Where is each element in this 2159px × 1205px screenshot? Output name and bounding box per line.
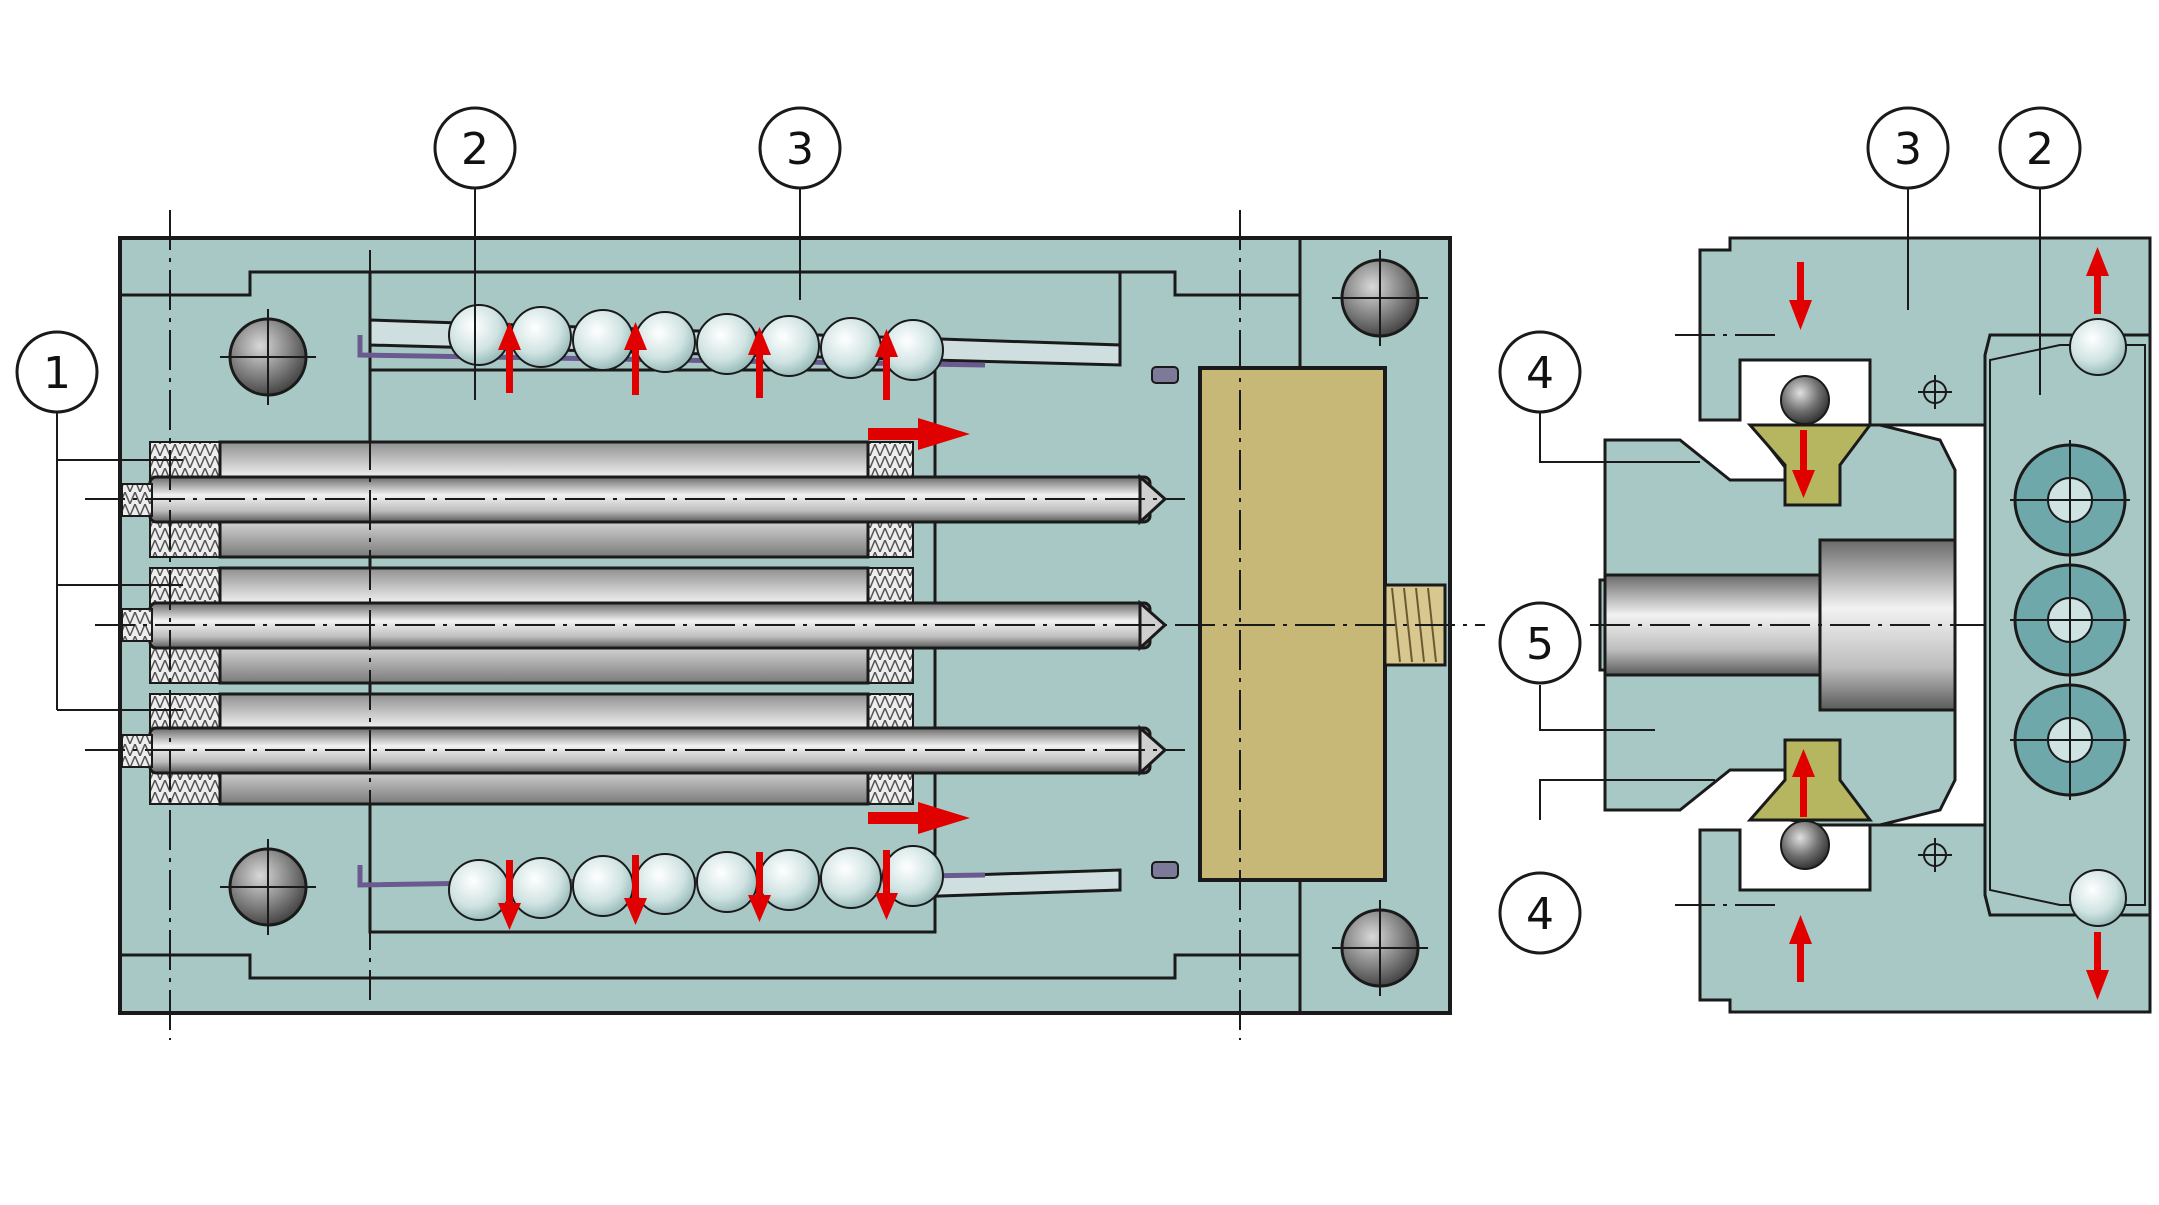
wedge-bottom	[1746, 738, 1873, 822]
locking-ball	[1780, 820, 1830, 870]
arrow-up	[875, 329, 898, 400]
callout-2-left-label: 2	[461, 124, 489, 175]
force-arrows-left	[498, 322, 970, 930]
locking-ball	[1780, 375, 1830, 425]
crosshair-holes	[1918, 375, 1952, 872]
seal	[1151, 366, 1179, 384]
arrow-up	[1792, 749, 1815, 817]
arrow-up	[498, 322, 521, 393]
callout-4-top-label: 4	[1526, 348, 1554, 399]
side-ball	[2069, 869, 2127, 927]
callout-2-right-label: 2	[2026, 124, 2054, 175]
callout-3-left: 3	[758, 106, 842, 190]
housing-split-line	[120, 953, 1300, 980]
arrow-down	[2086, 932, 2109, 1000]
callout-4-bottom: 4	[1498, 871, 1582, 955]
arrow-up	[2086, 247, 2109, 314]
callout-4-bottom-label: 4	[1526, 889, 1554, 940]
ball	[820, 847, 882, 909]
ball	[634, 311, 696, 373]
callout-1-label: 1	[43, 348, 71, 399]
callout-4-top: 4	[1498, 330, 1582, 414]
ball	[572, 855, 634, 917]
centerlines	[85, 210, 1485, 1040]
bolts	[220, 250, 1428, 996]
ball	[448, 304, 510, 366]
ball-row-top	[357, 304, 986, 381]
left-assembly-section	[85, 210, 1485, 1040]
arrow-up	[624, 322, 647, 395]
ball	[572, 309, 634, 371]
callout-2-left: 2	[433, 106, 517, 190]
callout-3-left-label: 3	[786, 124, 814, 175]
ball	[758, 315, 820, 377]
arrow-down	[624, 855, 647, 925]
arrow-up	[748, 327, 771, 398]
arrow-down	[875, 850, 898, 920]
callout-5-label: 5	[1526, 619, 1554, 670]
arrow-down	[1789, 262, 1812, 330]
leader-lines	[56, 185, 2041, 820]
seal	[1151, 861, 1179, 879]
side-channel	[1989, 344, 2146, 906]
ball	[696, 313, 758, 375]
ball	[510, 857, 572, 919]
arrow-up	[1789, 915, 1812, 982]
callout-2-right: 2	[1998, 106, 2082, 190]
callout-3-right: 3	[1866, 106, 1950, 190]
ball	[448, 859, 510, 921]
callout-1: 1	[15, 330, 99, 414]
arrow-down	[498, 860, 521, 930]
force-arrows-right	[1789, 247, 2109, 1000]
arrow-right	[868, 418, 970, 450]
right-assembly-section	[1590, 236, 2152, 1014]
ball	[696, 851, 758, 913]
callout-5: 5	[1498, 601, 1582, 685]
ports	[2010, 440, 2130, 800]
arrow-down	[1792, 430, 1815, 498]
reference-lines	[1675, 334, 1780, 906]
side-ball	[2069, 318, 2127, 376]
ball	[820, 317, 882, 379]
ball-row-bottom	[357, 845, 986, 921]
callout-3-right-label: 3	[1894, 124, 1922, 175]
ball	[510, 306, 572, 368]
arrow-down	[748, 852, 771, 922]
wedge-top	[1746, 423, 1873, 507]
arrow-right	[868, 802, 970, 834]
